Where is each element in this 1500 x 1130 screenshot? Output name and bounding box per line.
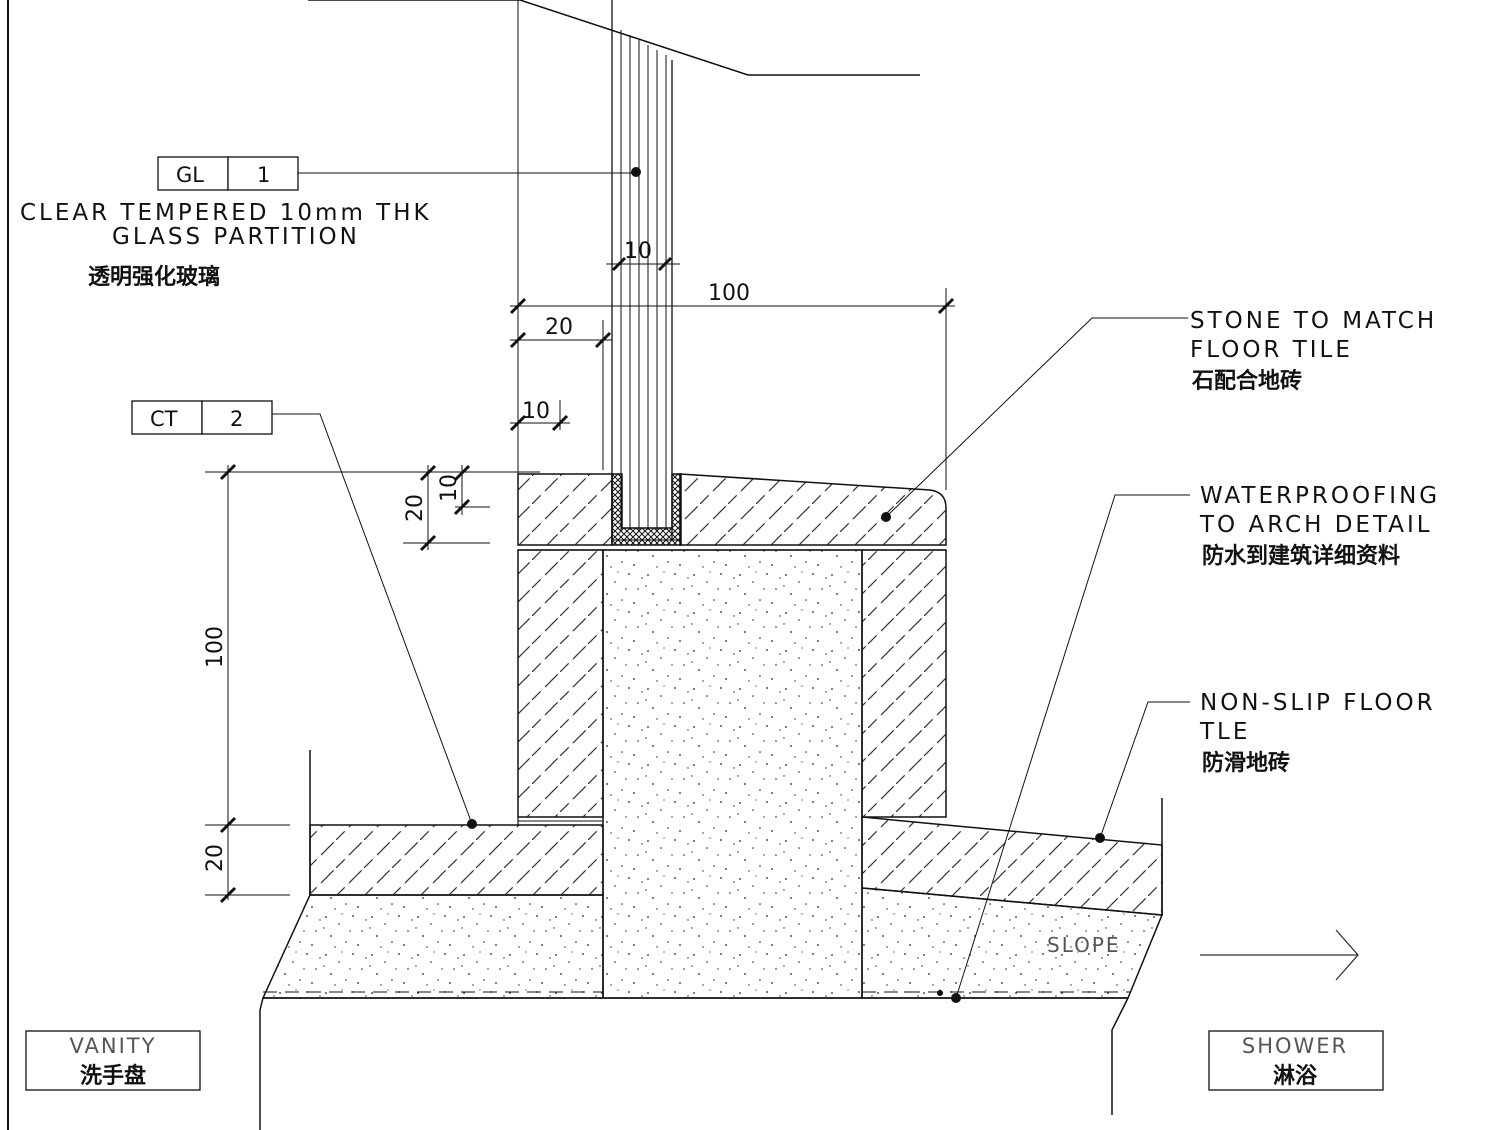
tag-ct-num: 2 [230, 407, 243, 431]
leader-ct [272, 413, 473, 825]
stone-threshold-cap [517, 473, 613, 546]
shower-wall-lower [1111, 997, 1129, 1115]
note-stone-line1: STONE TO MATCH [1190, 308, 1437, 334]
tag-ct-code: CT [150, 407, 178, 431]
dim-glass-thickness [606, 256, 680, 272]
leader-ct-dot [467, 819, 477, 829]
tag-ct-2: CT 2 [131, 400, 273, 435]
dim-floor-20-text: 20 [203, 844, 228, 872]
tag-gl-num: 1 [257, 163, 270, 187]
ceiling-line [308, 0, 920, 76]
note-wp-line2: TO ARCH DETAIL [1199, 512, 1433, 538]
room-label-vanity: VANITY 洗手盘 [25, 1030, 201, 1091]
dim-glass-thickness-text: 10 [624, 239, 652, 264]
dim-offset-10 [509, 400, 570, 432]
vanity-screed [261, 894, 604, 999]
note-glass-cn: 透明强化玻璃 [88, 264, 220, 290]
dim-width-total [509, 297, 955, 315]
note-tile-cn: 防滑地砖 [1202, 750, 1290, 776]
slope-arrow-icon [1200, 929, 1359, 981]
note-wp-cn: 防水到建筑详细资料 [1202, 543, 1400, 569]
tag-gl-code: GL [176, 163, 204, 187]
dim-stone-10 [453, 464, 471, 516]
note-stone-line2: FLOOR TILE [1190, 337, 1353, 363]
leader-stone-dot [881, 512, 891, 522]
leader-glass-dot [631, 167, 641, 177]
tag-gl-1: GL 1 [157, 156, 299, 191]
dim-height-100-text: 100 [203, 626, 228, 668]
dim-offset-10-text: 10 [522, 399, 550, 424]
note-tile-line2: TLE [1199, 719, 1250, 745]
room-shower-cn: 淋浴 [1273, 1063, 1318, 1089]
leader-stone [885, 317, 1188, 518]
room-vanity-cn: 洗手盘 [80, 1063, 146, 1089]
dim-offset-20 [509, 331, 612, 349]
vanity-floor-tile [309, 824, 604, 896]
dim-offset-20-text: 20 [545, 315, 573, 340]
kerb-tile-left [517, 549, 604, 818]
glass-panel [611, 0, 673, 540]
room-vanity-en: VANITY [70, 1034, 157, 1058]
dim-stone-20-text: 20 [403, 494, 428, 522]
leader-waterproofing [955, 494, 1190, 999]
silicone-channel [611, 473, 682, 546]
note-stone-cn: 石配合地砖 [1191, 368, 1302, 394]
dim-stone-20 [419, 464, 437, 552]
room-shower-en: SHOWER [1242, 1034, 1348, 1058]
note-tile-line1: NON-SLIP FLOOR [1200, 690, 1436, 716]
note-wp-line1: WATERPROOFING [1200, 483, 1440, 509]
dim-floor-20 [205, 818, 290, 904]
dim-width-total-text: 100 [708, 281, 750, 306]
note-glass-line2: GLASS PARTITION [112, 224, 360, 250]
leader-floor-tile-dot [1095, 833, 1105, 843]
vanity-wall-lower [259, 997, 264, 1130]
slope-label: SLOPE [1047, 933, 1121, 957]
stone-threshold-cap-right [679, 473, 947, 546]
leader-floor-tile [1099, 701, 1190, 839]
kerb-concrete-core [602, 549, 863, 999]
leader-waterproofing-dot [951, 993, 961, 1003]
room-label-shower: SHOWER 淋浴 [1208, 1030, 1384, 1091]
note-glass-line1: CLEAR TEMPERED 10mm THK [20, 200, 432, 226]
dim-stone-10-text: 10 [437, 474, 462, 502]
kerb-tile-right [861, 549, 947, 818]
